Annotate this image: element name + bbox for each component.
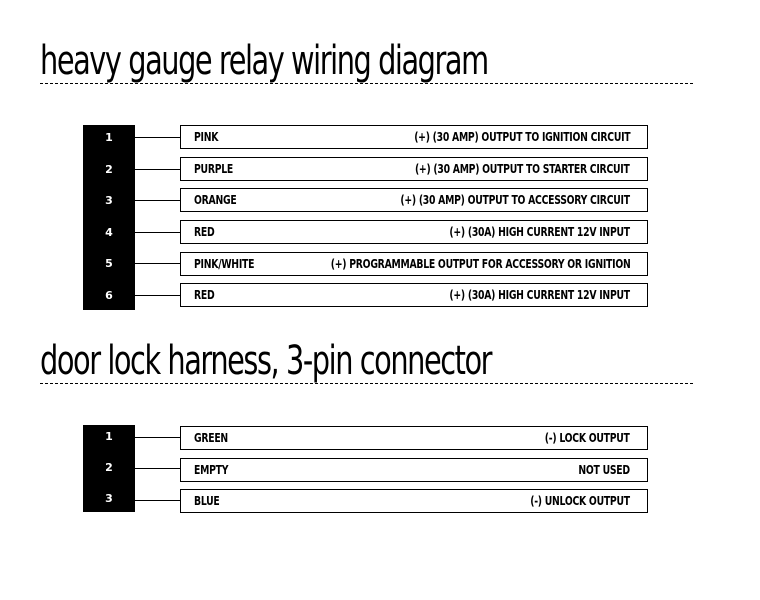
wire-row: PURPLE (+) (30 AMP) OUTPUT TO STARTER CI… (180, 157, 648, 181)
wire-row: GREEN (-) LOCK OUTPUT (180, 426, 648, 450)
wire-function-label: (+) (30 AMP) OUTPUT TO ACCESSORY CIRCUIT (400, 193, 631, 207)
title-divider (40, 83, 693, 84)
pin-number: 3 (105, 194, 113, 207)
wire-function-label: (-) UNLOCK OUTPUT (530, 494, 630, 508)
wire-color-label: PINK/WHITE (194, 257, 255, 271)
wire-function-label: (+) (30 AMP) OUTPUT TO IGNITION CIRCUIT (413, 130, 630, 144)
wire-function-label: (+) (30A) HIGH CURRENT 12V INPUT (449, 225, 631, 239)
door-lock-connector: 1 2 3 (83, 425, 135, 512)
wire-lead (135, 295, 180, 296)
wire-row: RED (+) (30A) HIGH CURRENT 12V INPUT (180, 283, 648, 307)
wire-color-label: PINK (194, 130, 219, 144)
wire-row: EMPTY NOT USED (180, 458, 648, 482)
wire-color-label: EMPTY (194, 463, 229, 477)
door-lock-section-title: door lock harness, 3-pin connector (40, 338, 492, 384)
pin-number: 4 (105, 226, 113, 239)
wire-row: BLUE (-) UNLOCK OUTPUT (180, 489, 648, 513)
pin-number: 1 (105, 430, 113, 443)
wire-color-label: RED (194, 225, 215, 239)
wire-lead (135, 169, 180, 170)
wire-color-label: GREEN (194, 431, 228, 445)
wire-row: ORANGE (+) (30 AMP) OUTPUT TO ACCESSORY … (180, 188, 648, 212)
wire-lead (135, 232, 180, 233)
wire-function-label: (+) (30A) HIGH CURRENT 12V INPUT (449, 288, 631, 302)
wire-color-label: BLUE (194, 494, 220, 508)
wire-lead (135, 200, 180, 201)
wire-row: RED (+) (30A) HIGH CURRENT 12V INPUT (180, 220, 648, 244)
relay-section-title: heavy gauge relay wiring diagram (40, 38, 489, 84)
wire-function-label: NOT USED (578, 463, 631, 477)
wire-color-label: PURPLE (194, 162, 234, 176)
wire-color-label: RED (194, 288, 215, 302)
pin-number: 6 (105, 289, 113, 302)
title-divider (40, 383, 693, 384)
pin-number: 5 (105, 257, 113, 270)
pin-number: 2 (105, 461, 113, 474)
wire-color-label: ORANGE (194, 193, 237, 207)
relay-connector: 1 2 3 4 5 6 (83, 125, 135, 310)
wire-lead (135, 468, 180, 469)
wire-function-label: (+) PROGRAMMABLE OUTPUT FOR ACCESSORY OR… (330, 257, 630, 271)
wire-lead (135, 263, 180, 264)
wire-row: PINK/WHITE (+) PROGRAMMABLE OUTPUT FOR A… (180, 252, 648, 276)
wire-lead (135, 437, 180, 438)
wire-lead (135, 137, 180, 138)
wire-lead (135, 500, 180, 501)
pin-number: 3 (105, 492, 113, 505)
wire-row: PINK (+) (30 AMP) OUTPUT TO IGNITION CIR… (180, 125, 648, 149)
wire-function-label: (+) (30 AMP) OUTPUT TO STARTER CIRCUIT (415, 162, 630, 176)
pin-number: 1 (105, 131, 113, 144)
wire-function-label: (-) LOCK OUTPUT (545, 431, 630, 445)
pin-number: 2 (105, 163, 113, 176)
